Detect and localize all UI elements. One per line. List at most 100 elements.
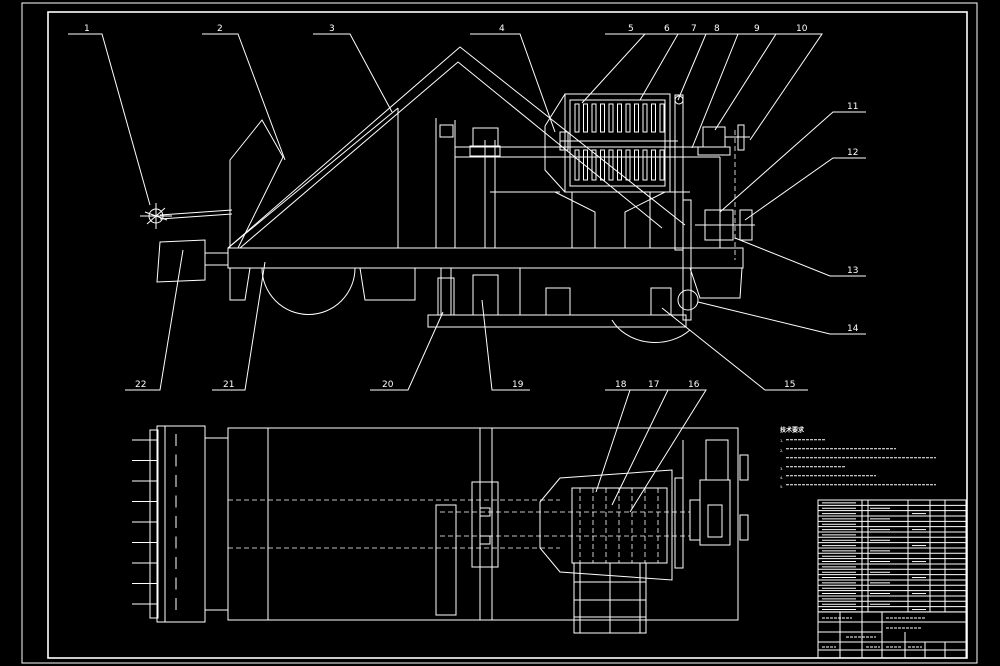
leader-22 <box>125 249 184 391</box>
drum-tooth-lower <box>583 149 588 181</box>
drum-tooth-lower <box>574 149 580 181</box>
leader-4 <box>470 33 556 133</box>
label-19: 19 <box>512 380 524 390</box>
leader-3 <box>313 33 393 113</box>
motor <box>472 274 499 316</box>
leader-5 <box>581 33 647 104</box>
drive-bearing-base <box>697 146 731 156</box>
plan-bolt-2 <box>479 535 491 545</box>
label-1: 1 <box>84 24 90 34</box>
drum-tooth-upper <box>651 103 656 133</box>
drum-tooth-upper <box>642 103 648 133</box>
drum-tooth-upper <box>625 103 631 133</box>
drum-tooth-upper <box>583 103 588 133</box>
label-6: 6 <box>664 24 670 34</box>
spray-head-spokes <box>140 203 172 229</box>
label-22: 22 <box>135 380 146 390</box>
front-frame-foot <box>229 267 251 301</box>
drum-tooth-lower <box>659 149 665 181</box>
chain-upper <box>674 94 684 251</box>
plan-gear-core <box>707 504 723 538</box>
plan-sprocket-2 <box>739 514 749 541</box>
plan-pulley <box>435 504 457 616</box>
side-view <box>140 46 755 343</box>
drum-tooth-upper <box>574 103 580 133</box>
technical-requirements: 技术要求 1. 2. 3. 4. 5. <box>780 426 936 489</box>
tech-req-line-1: 1. <box>780 439 783 443</box>
bucket-mount <box>204 252 229 266</box>
drum-tooth-lower <box>591 149 597 181</box>
drum-tooth-upper <box>634 103 639 133</box>
plan-coupling <box>689 499 701 541</box>
drum-tooth-lower <box>634 149 639 181</box>
plan-drum-inner <box>571 487 668 564</box>
roof-outer <box>227 46 686 249</box>
drum-teeth <box>574 103 665 181</box>
label-3: 3 <box>329 24 335 34</box>
plan-drum <box>539 469 673 581</box>
label-18: 18 <box>615 380 627 390</box>
title-block-outline <box>817 611 967 659</box>
tool-arm-2 <box>159 213 233 220</box>
label-13: 13 <box>847 266 858 276</box>
leader-2 <box>202 33 286 161</box>
drum-tooth-lower <box>600 149 605 181</box>
drum-tooth-lower <box>625 149 631 181</box>
frame-bracket <box>359 267 416 301</box>
label-7: 7 <box>691 24 697 34</box>
leader-10 <box>749 33 823 141</box>
pulley-top <box>439 124 454 138</box>
tool-arm <box>159 209 233 216</box>
leader-1 <box>68 33 151 206</box>
chassis-beam <box>227 247 744 269</box>
plan-chain <box>674 477 684 569</box>
lower-bearing-2 <box>650 287 672 316</box>
drive-bearing-top <box>702 126 726 148</box>
sprocket-top <box>674 95 684 105</box>
lower-bearing <box>545 287 571 316</box>
tech-req-line-4: 3. <box>780 467 783 471</box>
drum-chute <box>554 191 666 248</box>
label-2: 2 <box>217 24 223 34</box>
front-wheel <box>261 267 356 315</box>
label-12: 12 <box>847 148 858 158</box>
label-5: 5 <box>628 24 634 34</box>
leader-19 <box>481 299 530 391</box>
front-comb <box>156 425 206 623</box>
label-21: 21 <box>223 380 234 390</box>
drum-tooth-upper <box>591 103 597 133</box>
roof-inner <box>239 61 663 249</box>
drum-front-cone <box>544 93 566 193</box>
plan-bolt-1 <box>479 507 491 517</box>
top-outline <box>227 427 739 621</box>
title-block-text-strokes <box>822 617 926 648</box>
parts-list-rows <box>818 502 966 613</box>
tech-req-line-5: 4. <box>780 476 783 480</box>
rear-frame-foot <box>689 267 743 299</box>
label-10: 10 <box>796 24 808 34</box>
leader-lines <box>68 33 866 513</box>
parts-list-table <box>817 499 967 613</box>
drum-tooth-lower <box>651 149 656 181</box>
leader-6 <box>639 33 679 101</box>
rear-wheel-upper <box>610 223 700 268</box>
drum-tooth-upper <box>617 103 622 133</box>
leader-21 <box>212 261 266 391</box>
tech-req-line-6: 5. <box>780 485 783 489</box>
label-4: 4 <box>499 24 505 34</box>
bearing-base <box>469 145 501 157</box>
leader-12 <box>744 157 866 221</box>
comb-teeth <box>132 434 177 610</box>
plan-drum-ribs <box>579 488 659 563</box>
drum-tooth-lower <box>642 149 648 181</box>
tech-req-line-2: 2. <box>780 449 783 453</box>
top-view <box>132 425 749 634</box>
inner-frame <box>47 11 968 659</box>
plan-bearing <box>471 481 499 568</box>
leader-7 <box>677 33 707 101</box>
rear-wheel <box>611 319 691 343</box>
drum-tooth-lower <box>617 149 622 181</box>
screen-drum <box>564 93 671 193</box>
